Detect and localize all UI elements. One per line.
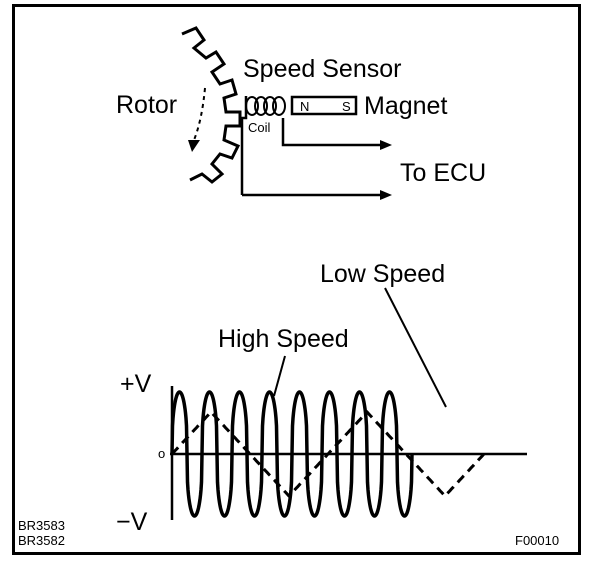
magnet-north-label: N: [300, 99, 309, 114]
ecu-arrow-lower: [380, 190, 392, 200]
rotor-label: Rotor: [116, 91, 177, 119]
minus-v-label: −V: [116, 508, 148, 536]
code-left-2: BR3582: [18, 533, 65, 548]
coil-icon: [245, 96, 286, 116]
sensor-housing: [240, 96, 248, 195]
rotor-arrow-head: [188, 140, 200, 152]
low-speed-waveform: [170, 409, 486, 499]
high-speed-leader: [273, 355, 286, 397]
low-speed-label: Low Speed: [320, 260, 445, 288]
zero-label: o: [158, 446, 165, 461]
rotor-rotation-arrow: [193, 87, 206, 141]
ecu-arrow-upper: [380, 140, 392, 150]
rotor-teeth: [181, 26, 242, 184]
magnet-body: [290, 95, 358, 116]
speed-sensor-label: Speed Sensor: [243, 55, 401, 83]
coil-label: Coil: [248, 120, 271, 135]
magnet-label: Magnet: [364, 92, 447, 120]
high-speed-waveform: [170, 390, 414, 518]
low-speed-leader: [384, 287, 447, 408]
diagram-frame: [12, 4, 581, 555]
magnet-south-label: S: [342, 99, 351, 114]
code-right: F00010: [515, 533, 559, 548]
high-speed-label: High Speed: [218, 325, 349, 353]
code-left-1: BR3583: [18, 518, 65, 533]
plus-v-label: +V: [120, 370, 152, 398]
to-ecu-label: To ECU: [400, 159, 486, 187]
ecu-lead-upper: [281, 118, 380, 147]
